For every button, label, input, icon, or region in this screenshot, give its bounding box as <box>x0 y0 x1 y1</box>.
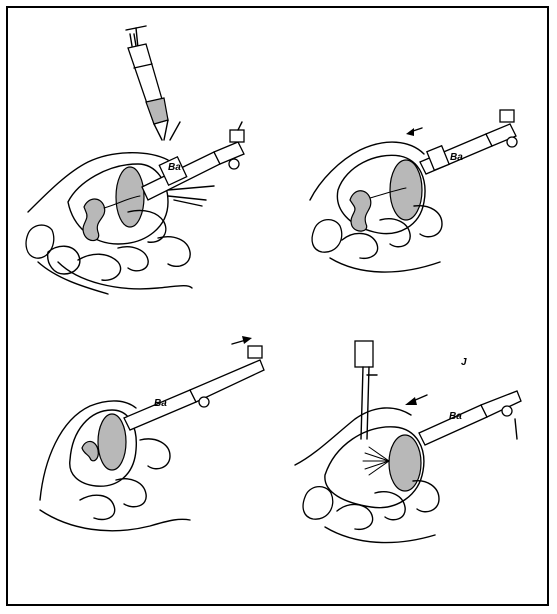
hook-label: J <box>461 357 467 368</box>
scope-label-2: Ba <box>450 152 463 163</box>
endoscopy-illustration-4: J Ba <box>285 335 535 555</box>
syringe-icon <box>126 26 180 140</box>
scope-label-3: Ba <box>154 398 167 409</box>
scope-label-4: Ba <box>449 411 462 422</box>
panel-bottom-right: J Ba <box>285 335 535 555</box>
panel-top-right: Ba <box>290 80 540 280</box>
endoscopy-illustration-1: Ba <box>18 12 268 302</box>
spray-catheter-icon <box>355 341 377 439</box>
panel-bottom-left: Ba <box>20 330 290 540</box>
endoscopy-illustration-2: Ba <box>290 80 540 280</box>
panel-top-left: Ba <box>18 12 268 302</box>
scope-label-1: Ba <box>168 162 181 173</box>
endoscopy-illustration-3: Ba <box>20 330 290 540</box>
balloon-catheter-icon: Ba <box>142 122 244 206</box>
